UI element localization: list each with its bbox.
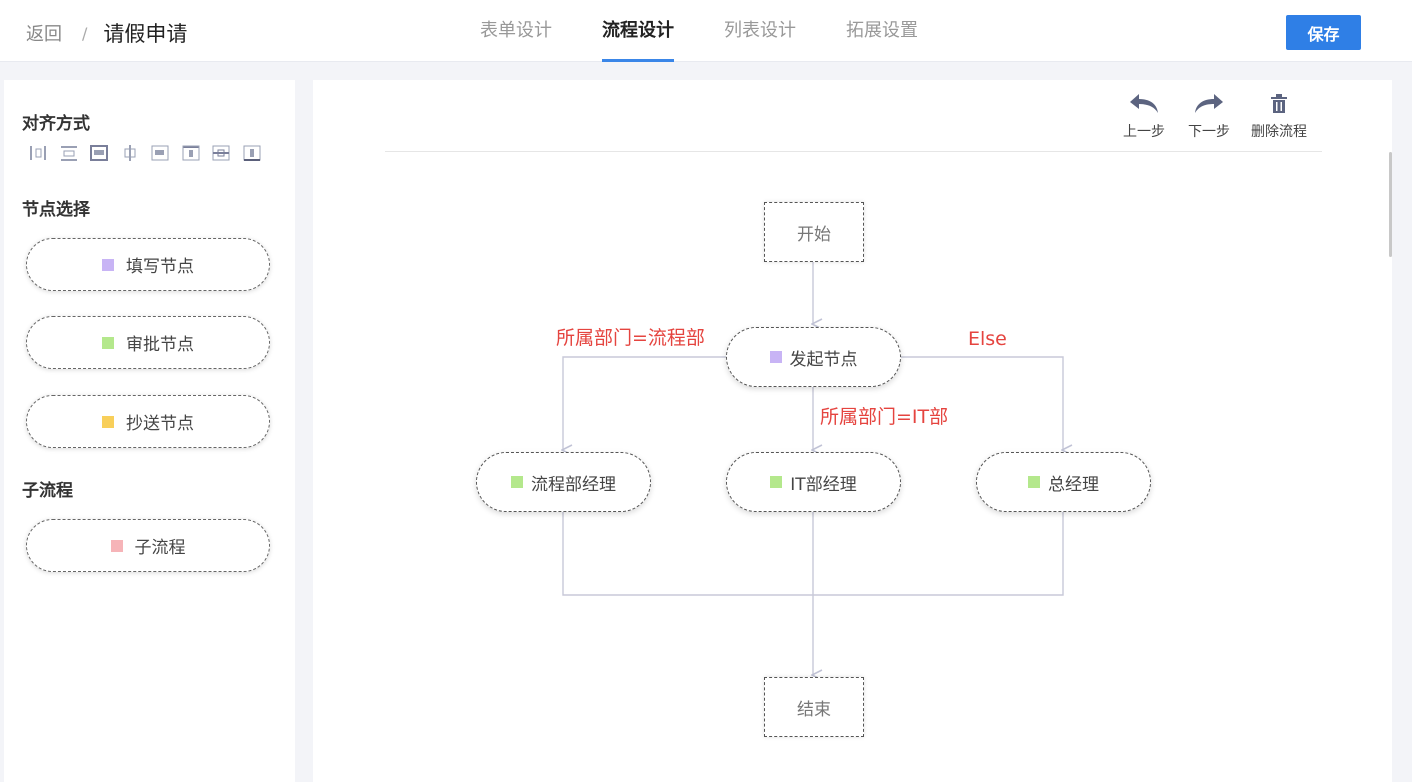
approver-node-swatch [770, 476, 783, 488]
approver-node-swatch [1028, 476, 1040, 488]
align-vertical-center-icon[interactable] [211, 144, 231, 162]
approver-node-swatch [511, 476, 523, 488]
align-section-title: 对齐方式 [22, 114, 90, 134]
approver-node-general-manager[interactable]: 总经理 [976, 452, 1151, 512]
undo-label: 上一步 [1123, 124, 1165, 140]
redo-icon [1195, 94, 1223, 113]
align-middle-vertical-icon[interactable] [120, 144, 140, 162]
delete-flow-label: 删除流程 [1251, 124, 1307, 140]
tab-form-design[interactable]: 表单设计 [480, 20, 552, 41]
approve-node-option[interactable]: 审批节点 [26, 316, 270, 369]
save-button[interactable]: 保存 [1286, 15, 1361, 50]
vertical-scrollbar[interactable] [1389, 152, 1392, 257]
approver-node-label: IT部经理 [790, 474, 857, 495]
undo-button[interactable]: 上一步 [1123, 92, 1165, 141]
back-link[interactable]: 返回 [26, 24, 62, 45]
subflow-section-title: 子流程 [22, 481, 73, 501]
start-node[interactable]: 开始 [764, 202, 864, 262]
condition-middle[interactable]: 所属部门=IT部 [820, 406, 949, 428]
fill-node-option[interactable]: 填写节点 [26, 238, 270, 291]
breadcrumb-separator: / [82, 23, 88, 43]
approve-node-label: 审批节点 [126, 335, 194, 355]
toolbar-divider [385, 151, 1322, 152]
page-title: 请假申请 [103, 22, 188, 46]
approver-node-process-manager[interactable]: 流程部经理 [476, 452, 651, 512]
subflow-swatch [110, 539, 123, 552]
align-left-icon[interactable] [28, 144, 48, 162]
undo-icon [1130, 94, 1158, 113]
top-bar: 返回 / 请假申请 表单设计 流程设计 列表设计 拓展设置 保存 [0, 0, 1412, 62]
tab-flow-design[interactable]: 流程设计 [602, 0, 674, 62]
cc-node-option[interactable]: 抄送节点 [26, 395, 270, 448]
end-node-label: 结束 [797, 699, 831, 720]
subflow-option[interactable]: 子流程 [26, 519, 270, 572]
tab-list-design[interactable]: 列表设计 [724, 20, 796, 41]
initiator-node-swatch [769, 351, 782, 363]
flow-canvas[interactable] [313, 80, 1392, 782]
align-right-icon[interactable] [89, 144, 109, 162]
delete-flow-button[interactable]: 删除流程 [1251, 92, 1307, 141]
cc-node-label: 抄送节点 [126, 414, 194, 434]
align-center-horizontal-icon[interactable] [59, 144, 79, 162]
redo-label: 下一步 [1188, 124, 1230, 140]
trash-icon [1271, 94, 1287, 113]
node-section-title: 节点选择 [22, 200, 90, 220]
subflow-label: 子流程 [134, 538, 186, 558]
end-node[interactable]: 结束 [764, 677, 864, 737]
approver-node-label: 流程部经理 [531, 474, 616, 495]
align-bottom-icon[interactable] [242, 144, 262, 162]
breadcrumb: 返回 / 请假申请 [26, 18, 187, 48]
redo-button[interactable]: 下一步 [1188, 92, 1230, 141]
align-toolbar [28, 144, 272, 162]
approve-node-swatch [102, 336, 114, 349]
fill-node-label: 填写节点 [126, 257, 194, 277]
align-right-edge-icon[interactable] [150, 144, 170, 162]
design-tabs: 表单设计 流程设计 列表设计 拓展设置 [480, 0, 968, 62]
approver-node-it-manager[interactable]: IT部经理 [726, 452, 901, 512]
condition-right[interactable]: Else [968, 328, 1007, 350]
cc-node-swatch [102, 415, 114, 428]
tab-extension-settings[interactable]: 拓展设置 [846, 20, 918, 41]
condition-left[interactable]: 所属部门=流程部 [556, 327, 705, 349]
approver-node-label: 总经理 [1048, 474, 1099, 495]
initiator-node[interactable]: 发起节点 [726, 327, 901, 387]
start-node-label: 开始 [797, 224, 831, 245]
align-top-icon[interactable] [181, 144, 201, 162]
fill-node-swatch [102, 258, 114, 271]
initiator-node-label: 发起节点 [789, 349, 858, 370]
